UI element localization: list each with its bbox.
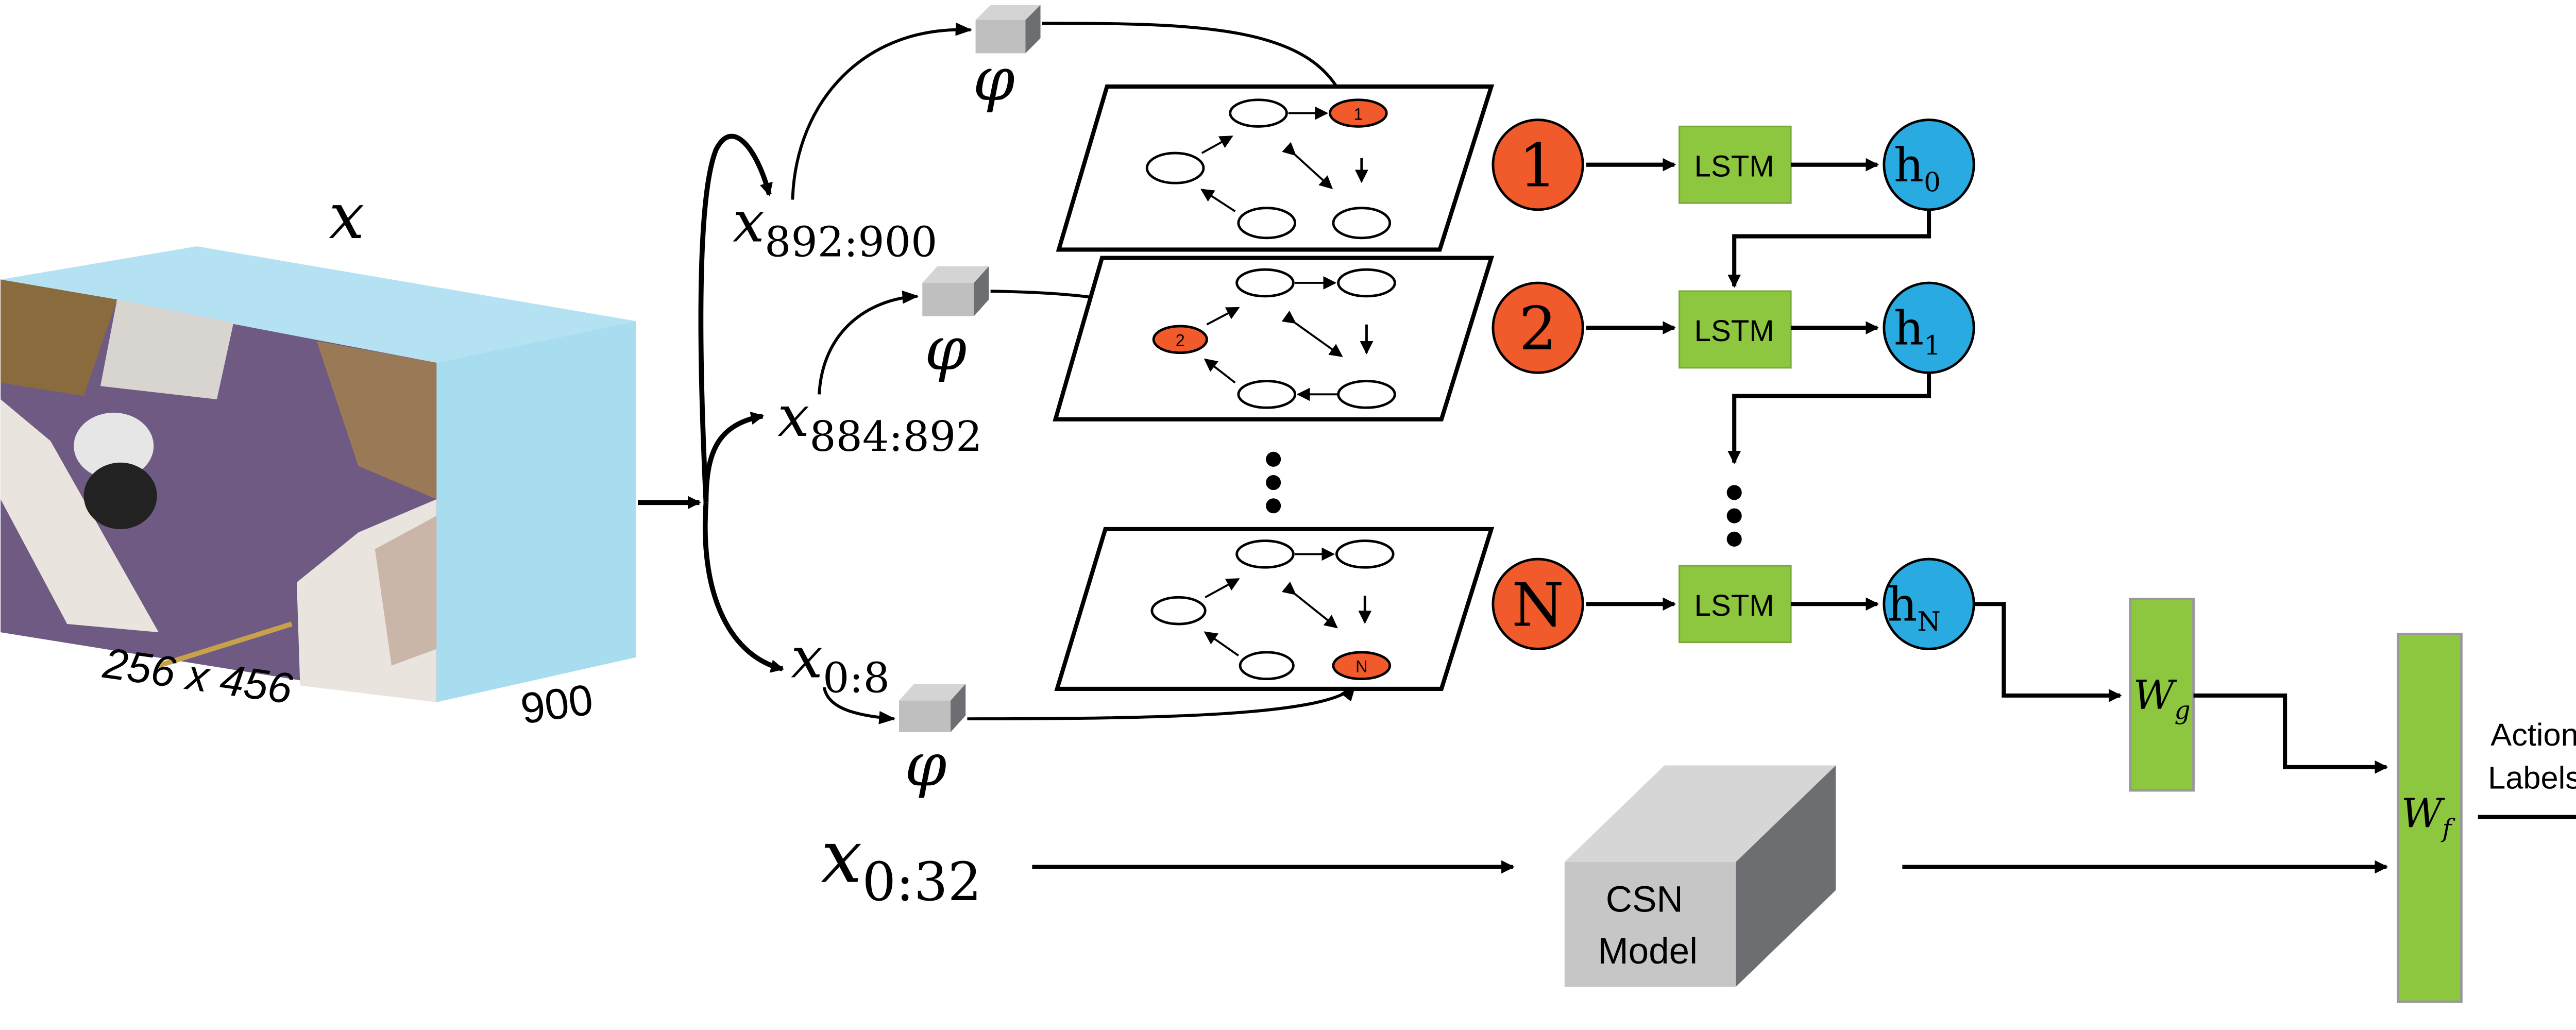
phi-symbol-middle: φ — [925, 314, 967, 384]
csn-label-line2: Model — [1598, 931, 1698, 972]
phi-cube-top — [975, 5, 1041, 54]
split-arrow-bottom — [702, 502, 785, 673]
clip-label-top: x892:900 — [733, 189, 937, 266]
split-arrow-middle — [703, 411, 765, 503]
wf-layer: Wf — [2397, 632, 2463, 1003]
scene-graph-top: 1 — [1056, 84, 1495, 252]
hiddenn-to-wg — [1974, 602, 2122, 702]
hidden-state-1: h1 — [1883, 281, 1975, 374]
svg-text:N: N — [1512, 570, 1564, 640]
svg-text:Wg: Wg — [2133, 672, 2191, 725]
global-clip-label: x0:32 — [821, 814, 981, 914]
svg-text:2: 2 — [1519, 294, 1557, 364]
hidden-state-0: h0 — [1883, 119, 1975, 211]
output-label-line2: Labels — [2488, 761, 2576, 796]
video-frame-image — [1, 279, 437, 702]
scene-graph-middle: 2 — [1053, 256, 1495, 421]
clip-label-bottom: x0:8 — [791, 624, 890, 702]
svg-text:hN: hN — [1887, 578, 1940, 637]
svg-text:h0: h0 — [1894, 139, 1941, 198]
phi-cube-bottom — [899, 684, 966, 732]
index-circle-2: 2 — [1492, 281, 1584, 374]
hidden-state-n: hN — [1883, 558, 1975, 650]
csn-model-cube: CSN Model — [1564, 765, 1836, 987]
phi-to-graph-top — [1042, 22, 1347, 105]
lstm-box-n: LSTM — [1679, 565, 1792, 644]
index-circle-1: 1 — [1492, 119, 1584, 211]
svg-text:h1: h1 — [1894, 301, 1941, 361]
phi-cube-middle — [922, 266, 989, 316]
hidden1-to-next — [1727, 373, 1931, 465]
video-block-side — [436, 321, 636, 702]
graph-ellipsis — [1266, 451, 1281, 514]
svg-text:LSTM: LSTM — [1694, 149, 1774, 183]
svg-text:1: 1 — [1519, 131, 1557, 201]
active-node-bottom — [1332, 651, 1392, 681]
split-arrow-top — [698, 133, 773, 503]
clip-to-phi-middle — [818, 290, 919, 395]
frame-count-label: 900 — [518, 675, 596, 733]
video-block-top — [1, 246, 636, 363]
lstm-box-2: LSTM — [1679, 290, 1792, 369]
index-circle-n: N — [1492, 558, 1584, 650]
wg-to-wf — [2193, 693, 2388, 774]
active-node-label-bottom: N — [1355, 657, 1367, 676]
active-node-middle — [1152, 325, 1208, 354]
input-symbol: x — [329, 179, 364, 253]
scene-graph-bottom: N — [1054, 527, 1495, 691]
lstm-ellipsis — [1726, 485, 1742, 547]
clip-to-phi-bottom — [822, 687, 896, 724]
svg-text:LSTM: LSTM — [1694, 314, 1774, 348]
phi-symbol-top: φ — [973, 45, 1014, 114]
lstm-box-1: LSTM — [1679, 125, 1792, 204]
output-label-line1: Action — [2490, 717, 2576, 753]
clip-to-phi-top — [791, 22, 973, 200]
active-node-top — [1329, 98, 1388, 128]
phi-to-graph-bottom — [967, 684, 1357, 721]
svg-text:LSTM: LSTM — [1694, 589, 1774, 622]
active-node-label-top: 1 — [1353, 105, 1363, 124]
clip-label-middle: x884:892 — [777, 383, 982, 461]
wg-layer: Wg — [2129, 598, 2195, 792]
active-node-label-middle: 2 — [1176, 331, 1185, 350]
input-video-block — [1, 246, 636, 702]
phi-symbol-bottom: φ — [905, 730, 946, 800]
hidden0-to-lstm2 — [1727, 209, 1931, 288]
csn-label-line1: CSN — [1606, 880, 1683, 920]
